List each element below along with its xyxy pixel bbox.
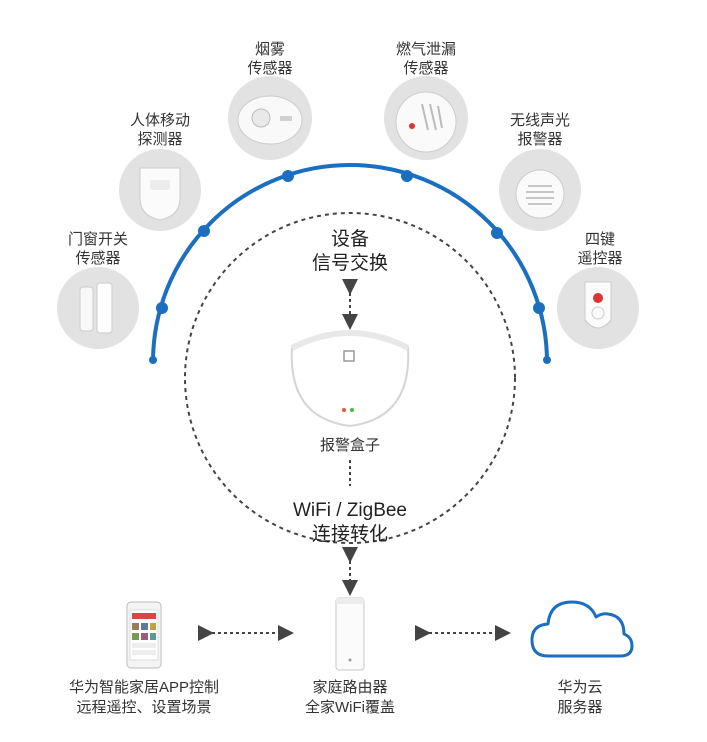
sensor-label-line: 无线声光 [509, 112, 570, 129]
gas-leak-sensor-icon [384, 76, 468, 160]
siren-alarm-label: 无线声光 报警器 [500, 111, 580, 149]
router-icon [335, 597, 365, 671]
sensor-label-line: 探测器 [137, 131, 183, 148]
arc-node-dots [149, 170, 551, 364]
bottom-label-line: 华为云 [557, 679, 603, 696]
door-window-sensor-icon [57, 267, 139, 349]
sensor-label-line: 烟雾 [254, 41, 285, 58]
smoke-sensor-label: 烟雾 传感器 [230, 40, 310, 78]
sensor-label-line: 门窗开关 [67, 231, 128, 248]
sensor-label-line: 遥控器 [577, 250, 623, 267]
siren-alarm-icon [499, 149, 581, 231]
conversion-line-2: 连接转化 [311, 524, 388, 545]
alarm-box-label: 报警盒子 [319, 437, 380, 454]
router-label: 家庭路由器 全家WiFi覆盖 [290, 678, 410, 718]
motion-detector-icon [119, 149, 201, 231]
sensor-label-line: 四键 [584, 231, 615, 248]
smoke-sensor-icon [228, 76, 312, 160]
four-key-remote-label: 四键 遥控器 [560, 230, 640, 268]
wifi-zigbee-label: WiFi / ZigBee 连接转化 [270, 499, 430, 547]
bottom-label-line: 远程遥控、设置场景 [76, 699, 212, 716]
zigbee-range-circle [184, 212, 516, 544]
sensor-label-line: 传感器 [247, 60, 293, 77]
sensor-label-line: 燃气泄漏 [395, 41, 456, 58]
motion-detector-label: 人体移动 探测器 [120, 111, 200, 149]
huawei-cloud-label: 华为云 服务器 [530, 678, 630, 718]
alarm-box-icon [290, 330, 410, 428]
bottom-label-line: 家庭路由器 [312, 679, 388, 696]
conversion-line-1: WiFi / ZigBee [292, 500, 408, 521]
four-key-remote-icon [557, 267, 639, 349]
sensor-label-line: 人体移动 [129, 112, 190, 129]
smartphone-app-icon [126, 601, 162, 669]
bottom-label-line: 华为智能家居APP控制 [68, 679, 219, 696]
door-window-sensor-label: 门窗开关 传感器 [58, 230, 138, 268]
sensor-label-line: 报警器 [517, 131, 563, 148]
bottom-label-line: 全家WiFi覆盖 [305, 699, 395, 716]
exchange-line-2: 信号交换 [311, 253, 388, 274]
cloud-icon [530, 600, 634, 658]
signal-exchange-label: 设备 信号交换 [290, 228, 410, 276]
sensor-label-line: 传感器 [403, 60, 449, 77]
zigbee-arc [151, 163, 549, 363]
sensor-label-line: 传感器 [75, 250, 121, 267]
app-control-label: 华为智能家居APP控制 远程遥控、设置场景 [44, 678, 244, 718]
exchange-line-1: 设备 [330, 229, 369, 250]
gas-leak-sensor-label: 燃气泄漏 传感器 [384, 40, 468, 78]
bottom-label-line: 服务器 [557, 699, 603, 716]
